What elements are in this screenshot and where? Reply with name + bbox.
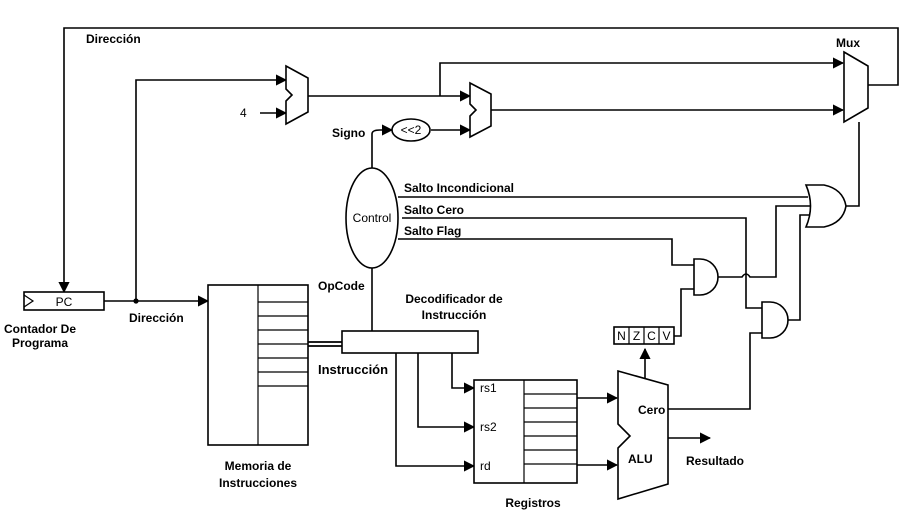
shift-left-2 [391,118,431,142]
decoder-to-rs2-wire [417,353,476,433]
junction-dot [133,298,139,304]
alu-label: ALU [628,452,653,466]
salto-flag-label: Salto Flag [404,224,461,238]
cero-wire [668,332,762,410]
pc-clock-icon [23,294,35,308]
opcode-label: OpCode [318,279,365,293]
instruction-register [341,330,479,354]
direccion-bottom-label: Dirección [129,311,184,325]
adder1-to-mux-wire [439,57,845,96]
salto-flag-wire [398,238,694,266]
rd-label: rd [480,459,491,473]
registros-label: Registros [505,496,561,510]
register-rows [524,393,577,465]
cero-label: Cero [638,403,665,417]
flag-n: N [617,329,626,343]
flag-v: V [662,329,670,343]
mux-label: Mux [836,36,860,50]
pc-register [23,291,105,311]
shift-label: <<2 [401,123,422,137]
or-out-wire [846,122,860,207]
and2-out-wire [788,214,810,321]
four-label: 4 [240,106,247,120]
alu [617,369,669,501]
control-label: Control [353,211,392,225]
feedback-wire [58,27,899,294]
flags-to-and-wire [674,288,694,337]
flag-c: C [647,329,656,343]
memoria-label-2: Instrucciones [219,476,297,490]
memory-rows [258,301,308,387]
and1-out-wire [718,205,810,278]
control-unit [345,167,399,269]
direccion-top-label: Dirección [86,32,141,46]
salto-cero-label: Salto Cero [404,203,464,217]
decoder-to-rd-wire [395,353,476,472]
decodificador-label-1: Decodificador de [405,292,503,306]
signo-label: Signo [332,126,365,140]
flag-z: Z [633,329,640,343]
and-gate-cero [761,301,789,339]
and-gate-flags [693,258,719,296]
signo-wire [371,124,394,168]
register-file [473,379,578,484]
resultado-label: Resultado [686,454,744,468]
memoria-label-1: Memoria de [225,459,292,473]
flags-register [613,326,675,345]
salto-incondicional-label: Salto Incondicional [404,181,514,195]
decoder-to-rs1-wire [451,353,476,394]
pc-to-adder-wire [135,74,288,301]
rs1-label: rs1 [480,381,497,395]
salto-cero-wire [402,217,762,309]
contador-label-1: Contador De [4,322,76,336]
decodificador-label-2: Instrucción [422,308,487,322]
pc-label: PC [56,295,73,309]
or-gate [804,184,847,228]
memory-to-instr-wire [308,341,342,347]
instruccion-label: Instrucción [318,362,388,377]
contador-label-2: Programa [12,336,68,350]
adder2 [469,81,492,139]
rs2-label: rs2 [480,420,497,434]
adder1 [285,64,309,126]
pc-mux [843,50,869,124]
